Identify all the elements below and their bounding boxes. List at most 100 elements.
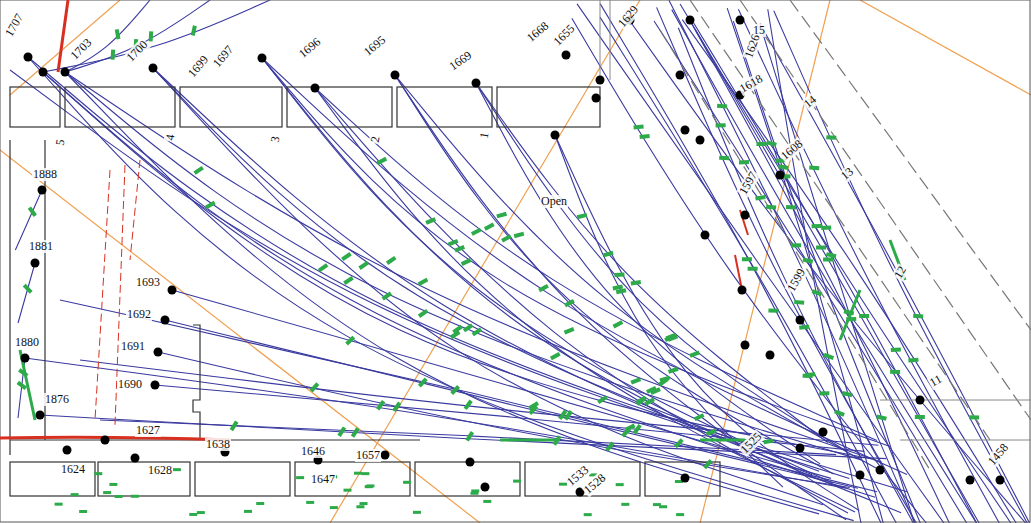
drill-hole bbox=[600, 4, 881, 523]
pillar-outline bbox=[287, 87, 392, 127]
survey-mark bbox=[564, 327, 575, 334]
survey-mark bbox=[763, 439, 774, 445]
survey-mark bbox=[913, 314, 923, 319]
survey-mark bbox=[630, 377, 641, 384]
red-line bbox=[735, 210, 748, 290]
survey-mark bbox=[23, 284, 33, 294]
survey-bar bbox=[840, 290, 860, 340]
callout-number: 1657 bbox=[355, 449, 381, 462]
collar-dot bbox=[856, 471, 865, 480]
survey-mark bbox=[496, 212, 507, 219]
callout-number: 1627 bbox=[135, 424, 161, 437]
callout-number: 1638 bbox=[205, 438, 231, 451]
survey-mark bbox=[644, 397, 655, 405]
survey-mark bbox=[173, 468, 181, 471]
survey-mark bbox=[890, 370, 900, 374]
drill-hole bbox=[727, 8, 883, 523]
survey-mark bbox=[694, 413, 705, 421]
survey-mark bbox=[614, 273, 624, 278]
survey-mark bbox=[461, 258, 472, 266]
collar-dot bbox=[741, 341, 750, 350]
collar-dot bbox=[161, 316, 170, 325]
drill-hole bbox=[760, 24, 914, 523]
collar-dot bbox=[686, 16, 695, 25]
survey-mark bbox=[616, 288, 627, 294]
survey-mark bbox=[392, 402, 401, 412]
collar-dot bbox=[31, 259, 40, 268]
collar-dot bbox=[101, 436, 110, 445]
survey-mark bbox=[337, 426, 346, 437]
collar-dot bbox=[39, 68, 48, 77]
survey-mark bbox=[564, 410, 573, 420]
drill-hole bbox=[572, 18, 926, 523]
drill-hole bbox=[774, 11, 1027, 523]
callout-number: 1693 bbox=[135, 276, 161, 289]
survey-mark bbox=[812, 289, 823, 296]
callout-number: 1888 bbox=[32, 168, 58, 181]
collar-dot bbox=[151, 381, 160, 390]
survey-mark bbox=[653, 503, 661, 506]
callout-number: 1628 bbox=[147, 464, 173, 477]
survey-mark bbox=[603, 251, 614, 257]
survey-mark bbox=[809, 166, 819, 171]
survey-mark bbox=[454, 245, 465, 252]
survey-mark bbox=[794, 300, 804, 305]
survey-mark bbox=[819, 391, 829, 395]
grid-line bbox=[10, 0, 120, 95]
drill-hole bbox=[768, 9, 861, 523]
survey-mark bbox=[834, 410, 845, 417]
callout-number: Open bbox=[540, 195, 568, 208]
survey-mark bbox=[650, 387, 661, 395]
collar-dot bbox=[796, 444, 805, 453]
survey-mark bbox=[786, 205, 796, 209]
drill-hole bbox=[165, 320, 858, 488]
pillar-outline bbox=[497, 87, 600, 127]
drill-hole bbox=[153, 68, 812, 475]
survey-mark bbox=[244, 510, 252, 513]
drift-wall bbox=[193, 325, 200, 440]
survey-mark bbox=[115, 495, 123, 498]
collar-dot bbox=[776, 171, 785, 180]
drill-hole bbox=[476, 83, 846, 451]
collar-dot bbox=[391, 71, 400, 80]
drill-hole bbox=[43, 0, 270, 72]
survey-mark bbox=[109, 483, 117, 486]
survey-mark bbox=[639, 134, 649, 139]
drift-wall bbox=[9, 140, 10, 455]
survey-mark bbox=[659, 376, 670, 383]
collar-dot bbox=[61, 68, 70, 77]
collar-dot bbox=[741, 211, 750, 220]
survey-mark bbox=[756, 142, 766, 146]
survey-marks bbox=[17, 25, 980, 516]
survey-mark bbox=[55, 503, 63, 506]
survey-mark bbox=[755, 195, 765, 200]
survey-mark bbox=[425, 217, 436, 224]
survey-mark bbox=[79, 510, 87, 513]
pillar-outline bbox=[65, 87, 175, 127]
survey-mark bbox=[778, 164, 789, 170]
survey-mark bbox=[418, 309, 429, 318]
survey-mark bbox=[256, 502, 264, 505]
pillar-outline bbox=[195, 462, 290, 496]
collar-dot bbox=[381, 451, 390, 460]
survey-mark bbox=[631, 280, 642, 286]
collar-dot bbox=[696, 136, 705, 145]
survey-mark bbox=[826, 135, 836, 140]
survey-mark bbox=[376, 157, 387, 165]
drift-wall bbox=[880, 400, 1031, 401]
survey-mark bbox=[616, 483, 624, 486]
drill-hole bbox=[600, 17, 896, 523]
survey-mark bbox=[472, 327, 483, 336]
survey-mark bbox=[766, 205, 776, 210]
drill-hole bbox=[654, 21, 967, 523]
collar-dot bbox=[36, 411, 45, 420]
drill-hole bbox=[65, 72, 861, 460]
grid-line bbox=[0, 150, 480, 523]
survey-mark bbox=[768, 308, 778, 312]
survey-bar bbox=[20, 350, 35, 420]
survey-mark bbox=[676, 513, 684, 516]
survey-mark bbox=[189, 513, 197, 516]
callout-number: 1880 bbox=[14, 336, 40, 349]
